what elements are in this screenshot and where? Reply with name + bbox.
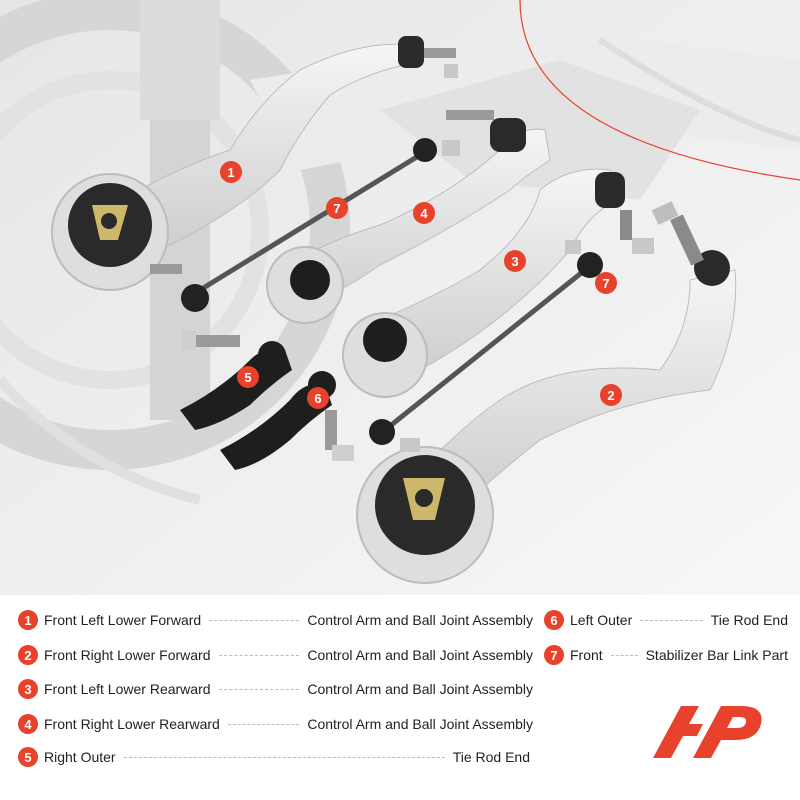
legend-part: Control Arm and Ball Joint Assembly [307, 681, 533, 697]
stabilizer-link-bottom [369, 240, 603, 452]
legend-item-6: 6 Left Outer Tie Rod End [544, 608, 788, 632]
legend-item-7: 7 Front Stabilizer Bar Link Part [544, 643, 788, 667]
callout-3: 3 [504, 250, 526, 272]
svg-text:1: 1 [227, 165, 234, 180]
legend-leader [227, 723, 300, 725]
callout-7-top: 7 [326, 197, 348, 219]
legend-leader [123, 756, 445, 758]
legend-label: Front Left Lower Forward [44, 612, 202, 628]
svg-text:7: 7 [602, 276, 609, 291]
legend-label: Front Left Lower Rearward [44, 681, 211, 697]
legend-part: Tie Rod End [452, 749, 530, 765]
legend-part: Control Arm and Ball Joint Assembly [307, 612, 533, 628]
legend-badge: 2 [18, 645, 38, 665]
svg-text:6: 6 [314, 391, 321, 406]
legend-label: Front [570, 647, 603, 663]
svg-text:3: 3 [511, 254, 518, 269]
control-arm-3 [342, 168, 654, 398]
product-photo: 1 2 3 4 5 6 7 7 [0, 0, 800, 595]
legend-item-5: 5 Right Outer Tie Rod End [18, 745, 530, 769]
legend-leader [640, 619, 703, 621]
legend-part: Control Arm and Ball Joint Assembly [307, 647, 533, 663]
legend-badge: 1 [18, 610, 38, 630]
legend-badge: 4 [18, 714, 38, 734]
callout-7-bottom: 7 [595, 272, 617, 294]
legend-leader [218, 654, 300, 656]
control-arm-1 [51, 36, 458, 291]
legend-leader [218, 688, 300, 690]
legend-leader [610, 654, 638, 656]
callout-2: 2 [600, 384, 622, 406]
svg-text:4: 4 [420, 206, 428, 221]
legend-leader [209, 619, 300, 621]
legend-label: Left Outer [570, 612, 633, 628]
callout-5: 5 [237, 366, 259, 388]
legend-label: Front Right Lower Forward [44, 647, 211, 663]
svg-text:7: 7 [333, 201, 340, 216]
legend-badge: 7 [544, 645, 564, 665]
legend-item-4: 4 Front Right Lower Rearward Control Arm… [18, 712, 533, 736]
legend-label: Right Outer [44, 749, 116, 765]
control-arm-2 [356, 201, 737, 584]
control-arm-4 [266, 110, 551, 324]
legend-badge: 3 [18, 679, 38, 699]
legend-badge: 6 [544, 610, 564, 630]
stabilizer-link-top [150, 138, 460, 312]
legend-badge: 5 [18, 747, 38, 767]
legend-part: Tie Rod End [710, 612, 788, 628]
legend-label: Front Right Lower Rearward [44, 716, 220, 732]
legend-item-3: 3 Front Left Lower Rearward Control Arm … [18, 677, 533, 701]
legend-part: Control Arm and Ball Joint Assembly [307, 716, 533, 732]
tie-rod-end-5 [180, 330, 292, 430]
tie-rod-end-6 [220, 371, 354, 470]
legend-part: Stabilizer Bar Link Part [645, 647, 788, 663]
callout-6: 6 [307, 387, 329, 409]
brand-logo [653, 706, 762, 758]
callout-4: 4 [413, 202, 435, 224]
callout-1: 1 [220, 161, 242, 183]
svg-text:5: 5 [244, 370, 251, 385]
legend-item-2: 2 Front Right Lower Forward Control Arm … [18, 643, 533, 667]
svg-text:2: 2 [607, 388, 614, 403]
legend-item-1: 1 Front Left Lower Forward Control Arm a… [18, 608, 533, 632]
